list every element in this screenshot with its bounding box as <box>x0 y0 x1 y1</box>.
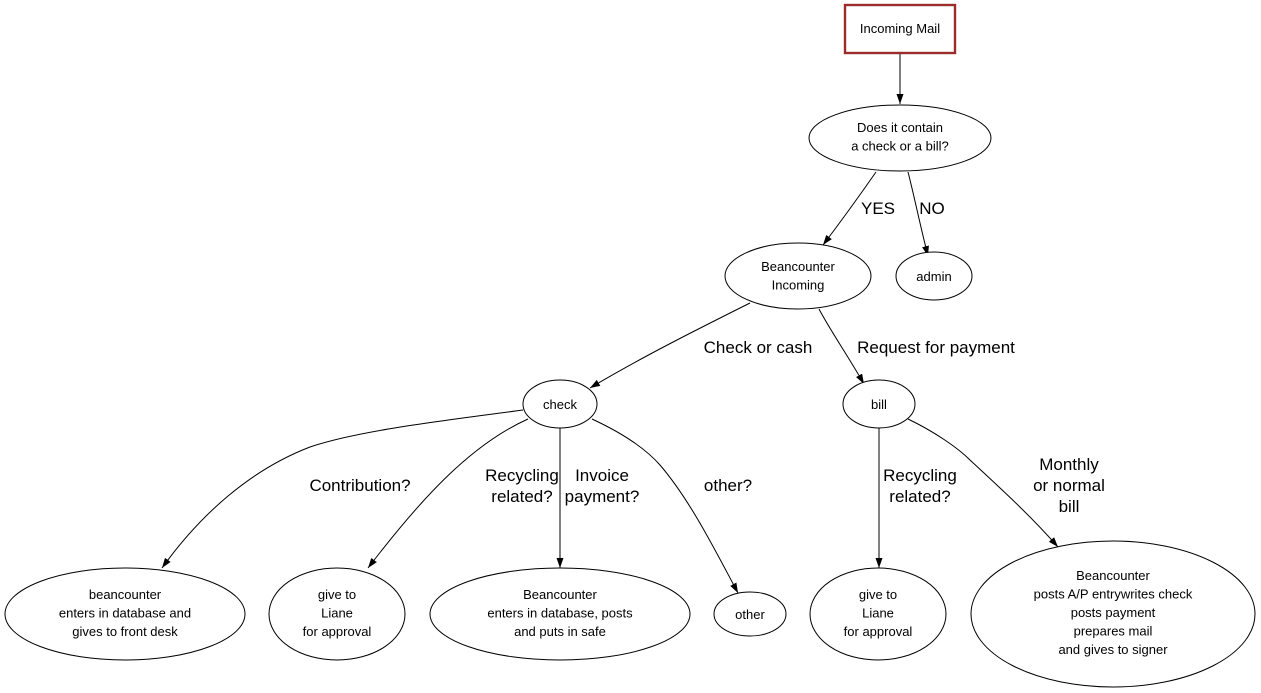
edge-label-invoice-payment: Invoice payment? <box>565 466 640 506</box>
node-beancounter-safe-label-line-3: and puts in safe <box>514 624 606 639</box>
edge-label-check-or-cash: Check or cash <box>704 338 813 357</box>
node-beancounter-signer-label-line-4: prepares mail <box>1074 624 1153 639</box>
node-admin: admin <box>895 251 973 301</box>
node-bill-ellipse <box>842 379 916 429</box>
node-admin-label: admin <box>916 269 951 284</box>
edge-monthly-bill <box>907 418 1059 548</box>
node-give-liane-check-label: give to Liane for approval <box>303 587 372 639</box>
node-decision: Does it contain a check or a bill? <box>808 104 992 172</box>
node-beancounter-signer: Beancounter posts A/P entrywrites check po… <box>970 540 1256 688</box>
node-check-label: check <box>543 397 577 412</box>
edge-label-monthly-bill: Monthly or normal bill <box>1033 455 1105 516</box>
node-give-liane-bill: give to Liane for approval <box>809 567 947 661</box>
edge-label-monthly-bill-line-1: Monthly <box>1039 455 1099 474</box>
edge-contribution <box>161 409 524 569</box>
edge-label-no: NO <box>919 199 945 218</box>
edge-other <box>591 418 739 594</box>
edge-label-recycling-bill: Recycling related? <box>883 466 957 506</box>
edge-label-recycling-check: Recycling related? <box>485 466 559 506</box>
edge-label-invoice-payment-line-1: Invoice <box>575 466 629 485</box>
node-give-liane-check: give to Liane for approval <box>268 567 406 661</box>
edge-label-recycling-bill-line-1: Recycling <box>883 466 957 485</box>
node-beancounter-safe-label-line-1: Beancounter <box>523 587 597 602</box>
edge-label-invoice-payment-line-2: payment? <box>565 487 640 506</box>
node-give-liane-bill-label-line-1: give to <box>859 587 897 602</box>
node-check-label-line-1: check <box>543 397 577 412</box>
node-beancounter-front-desk-label: beancounter enters in database and gives t… <box>59 587 191 639</box>
edge-label-request-for-payment: Request for payment <box>857 338 1015 357</box>
node-incoming-mail-box <box>843 3 957 55</box>
node-give-liane-check-label-line-1: give to <box>318 587 356 602</box>
node-incoming-mail: Incoming Mail <box>843 3 957 55</box>
edge-label-contribution-line-1: Contribution? <box>309 476 410 495</box>
node-bill-label-line-1: bill <box>871 397 887 412</box>
node-beancounter-safe-ellipse <box>429 567 691 661</box>
node-admin-label-line-1: admin <box>916 269 951 284</box>
edge-label-other-line-1: other? <box>704 476 752 495</box>
edge-no <box>907 171 929 257</box>
edge-check-or-cash <box>589 302 751 389</box>
edge-request-for-payment <box>818 308 865 385</box>
edge-label-yes: YES <box>861 199 895 218</box>
node-other-label: other <box>735 607 765 622</box>
node-decision-label-line-1: Does it contain <box>857 120 943 135</box>
node-decision-label-line-2: a check or a bill? <box>851 139 949 154</box>
node-give-liane-check-label-line-3: for approval <box>303 624 372 639</box>
edge-label-monthly-bill-line-2: or normal <box>1033 476 1105 495</box>
node-beancounter-front-desk-ellipse <box>4 567 246 661</box>
node-beancounter-front-desk-label-line-2: enters in database and <box>59 606 191 621</box>
edge-label-yes-line-1: YES <box>861 199 895 218</box>
node-beancounter-incoming-label-line-1: Beancounter <box>761 259 835 274</box>
node-beancounter-front-desk-label-line-3: gives to front desk <box>72 624 178 639</box>
node-other-ellipse <box>713 591 787 637</box>
node-beancounter-signer-label-line-1: Beancounter <box>1076 568 1150 583</box>
edge-label-recycling-bill-line-2: related? <box>889 487 950 506</box>
node-bill-label: bill <box>871 397 887 412</box>
node-check-ellipse <box>522 379 598 429</box>
node-incoming-mail-label: Incoming Mail <box>860 21 940 36</box>
node-other: other <box>713 591 787 637</box>
edge-label-recycling-check-line-1: Recycling <box>485 466 559 485</box>
node-incoming-mail-label-line-1: Incoming Mail <box>860 21 940 36</box>
node-give-liane-check-ellipse <box>268 567 406 661</box>
node-bill: bill <box>842 379 916 429</box>
node-give-liane-bill-ellipse <box>809 567 947 661</box>
node-other-label-line-1: other <box>735 607 765 622</box>
node-beancounter-signer-label-line-3: posts payment <box>1071 605 1156 620</box>
edge-label-monthly-bill-line-3: bill <box>1059 497 1080 516</box>
node-check: check <box>522 379 598 429</box>
node-beancounter-safe-label-line-2: enters in database, posts <box>487 606 633 621</box>
node-beancounter-safe-label: Beancounter enters in database, posts and … <box>487 587 633 639</box>
edge-yes <box>822 171 877 246</box>
node-beancounter-signer-label-line-5: and gives to signer <box>1058 642 1168 657</box>
node-give-liane-bill-label-line-2: Liane <box>862 606 894 621</box>
edge-label-no-line-1: NO <box>919 199 945 218</box>
edge-recycling-check <box>367 418 529 569</box>
node-beancounter-front-desk-label-line-1: beancounter <box>89 587 162 602</box>
node-beancounter-signer-label-line-2: posts A/P entrywrites check <box>1034 587 1193 602</box>
node-give-liane-bill-label-line-3: for approval <box>844 624 913 639</box>
edge-label-recycling-check-line-2: related? <box>491 487 552 506</box>
node-decision-ellipse <box>808 104 992 172</box>
edge-label-request-for-payment-line-1: Request for payment <box>857 338 1015 357</box>
node-beancounter-incoming-label-line-2: Incoming <box>772 278 825 293</box>
node-beancounter-safe: Beancounter enters in database, posts and … <box>429 567 691 661</box>
node-give-liane-bill-label: give to Liane for approval <box>844 587 913 639</box>
node-beancounter-incoming-ellipse <box>724 242 872 310</box>
edge-label-contribution: Contribution? <box>309 476 410 495</box>
node-beancounter-front-desk: beancounter enters in database and gives t… <box>4 567 246 661</box>
node-decision-label: Does it contain a check or a bill? <box>851 120 949 154</box>
edge-label-other: other? <box>704 476 752 495</box>
node-beancounter-signer-ellipse <box>970 540 1256 688</box>
edge-label-check-or-cash-line-1: Check or cash <box>704 338 813 357</box>
node-give-liane-check-label-line-2: Liane <box>321 606 353 621</box>
node-admin-ellipse <box>895 251 973 301</box>
node-beancounter-signer-label: Beancounter posts A/P entrywrites check po… <box>1034 568 1193 657</box>
